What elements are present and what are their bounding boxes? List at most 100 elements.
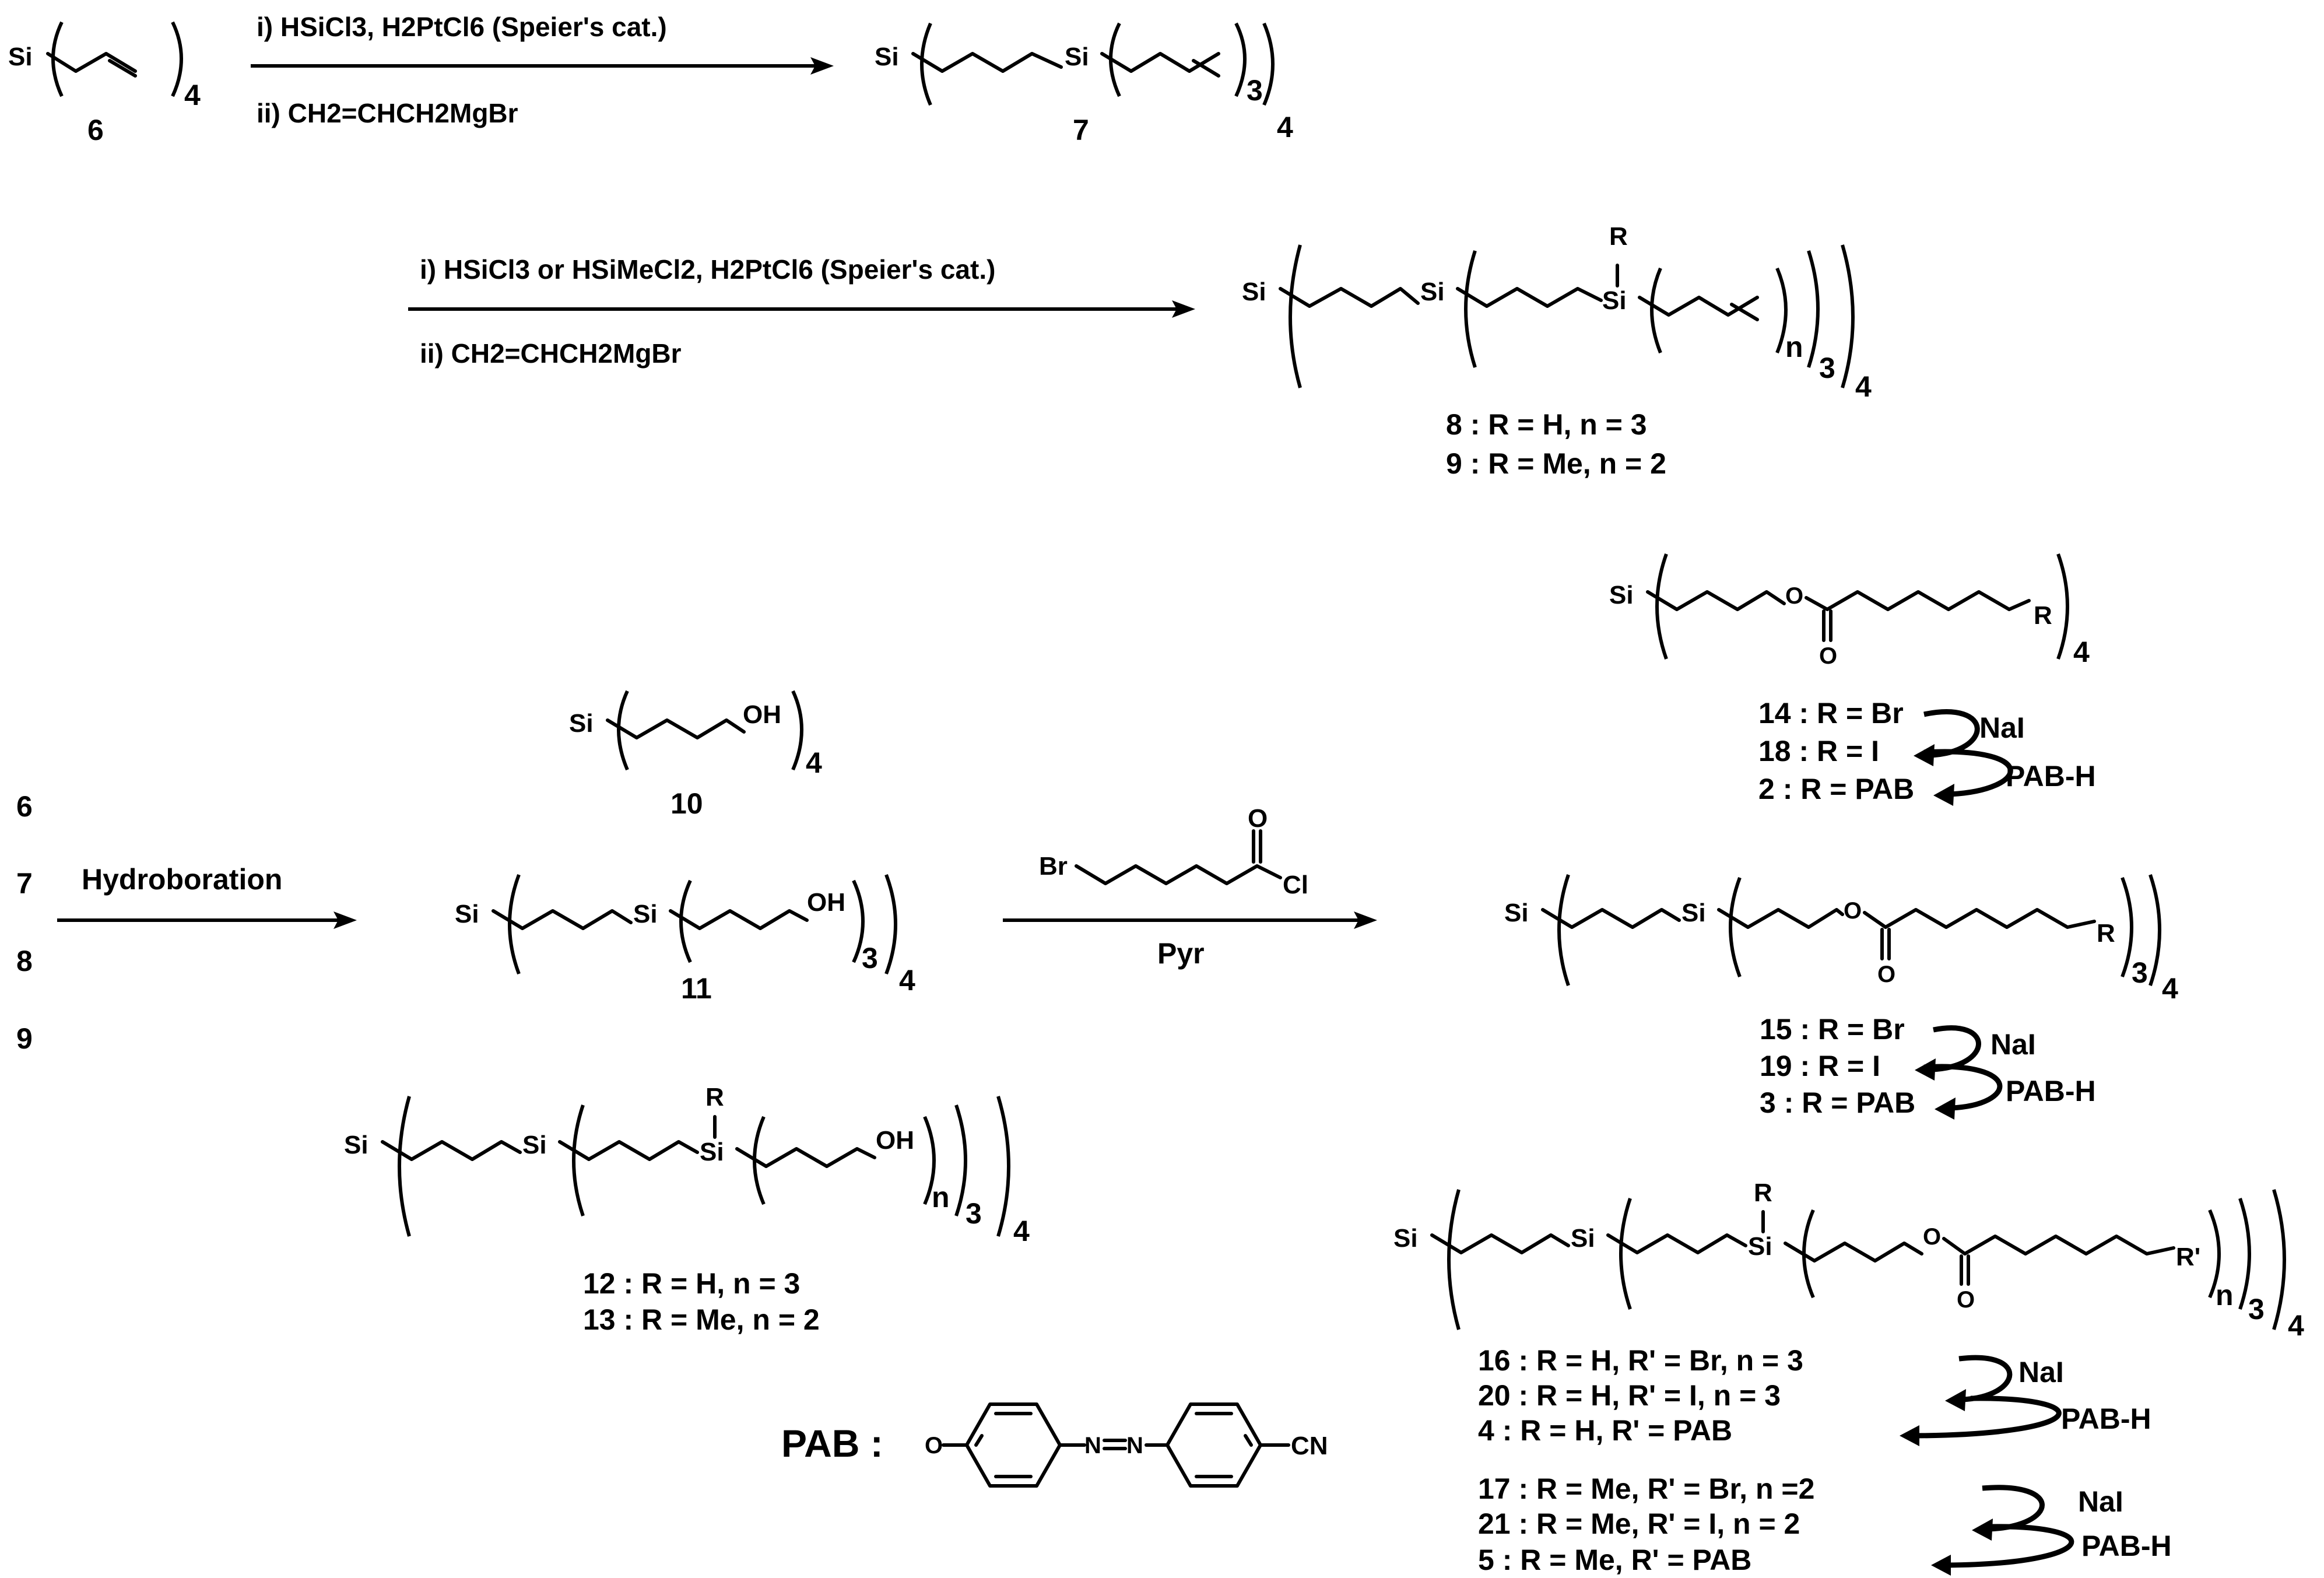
curved-arrow-2 (1923, 1064, 2003, 1111)
series-line-2: 21 : R = Me, R' = I, n = 2 (1478, 1507, 1800, 1540)
paren-inner-left (1802, 1209, 1815, 1299)
compound-15: Si Si O O R 3 4 (1504, 874, 2178, 1005)
series-line-3: 5 : R = Me, R' = PAB (1478, 1544, 1751, 1576)
reagent-2: PAB-H (2006, 760, 2096, 792)
paren-left (617, 690, 629, 771)
reagent-2: PAB-H (2081, 1530, 2172, 1562)
hydroxyl: OH (876, 1126, 914, 1155)
si-atom: Si (8, 43, 33, 71)
r-group: R (1609, 222, 1628, 251)
nitrogen-2: N (1126, 1433, 1143, 1458)
paren-inner-left (753, 1116, 766, 1205)
si-atom-2: Si (1571, 1224, 1595, 1253)
benzene-ring-2 (1165, 1402, 1262, 1488)
oxygen-atom: O (1785, 583, 1803, 609)
series-line-2: 19 : R = I (1760, 1050, 1880, 1082)
compound-number: 10 (670, 787, 703, 820)
arrow-head (333, 911, 357, 929)
subscript-4: 4 (899, 964, 915, 997)
oxygen-atom: O (1923, 1224, 1941, 1250)
curved-arrow-2 (1947, 1524, 2074, 1568)
subscript-3: 3 (1247, 74, 1263, 107)
r-group: R (705, 1083, 724, 1111)
curved-arrow-2 (1915, 1395, 2062, 1439)
arrow-head (1172, 300, 1195, 318)
curved-arrow-2 (1923, 749, 2013, 797)
paren-right (171, 21, 183, 97)
r-group: R (1754, 1179, 1772, 1207)
series-line-1: 14 : R = Br (1758, 697, 1904, 730)
acyl-chain (1863, 908, 2096, 929)
paren-outer-left (398, 1096, 411, 1237)
benzene-ring-1 (965, 1402, 1062, 1488)
legend-line-1: 8 : R = H, n = 3 (1446, 408, 1647, 441)
legend-line-2: 13 : R = Me, n = 2 (583, 1303, 820, 1336)
reagent-1: NaI (1979, 711, 2025, 744)
acyl-chain (1805, 590, 2031, 611)
oxygen-atom: O (925, 1433, 943, 1458)
paren-left (51, 21, 64, 97)
bond-chain (606, 718, 746, 739)
paren-right (791, 690, 803, 771)
acyl-chloride-reagent: Br O Cl (1039, 804, 1308, 899)
arrow-step-1: i) HSiCl3, H2PtCl6 (Speier's cat.) ii) C… (251, 12, 834, 128)
bond-chain-3 (1784, 1242, 1923, 1263)
arrow-step-2: i) HSiCl3 or HSiMeCl2, H2PtCl6 (Speier's… (408, 254, 1195, 369)
si-atom: Si (1393, 1224, 1418, 1253)
paren-inner-right (1234, 22, 1247, 97)
paren-inner-right (2208, 1209, 2221, 1299)
subscript-4: 4 (2162, 972, 2178, 1005)
bond-chain (1646, 590, 1786, 611)
subscript-4: 4 (1013, 1215, 1030, 1247)
reagent-1: NaI (2078, 1485, 2123, 1518)
reagent-line-1: i) HSiCl3, H2PtCl6 (Speier's cat.) (257, 12, 667, 42)
acyl-chain (1942, 1235, 2175, 1256)
si-atom-2: Si (1065, 43, 1089, 71)
reagent-line-1: i) HSiCl3 or HSiMeCl2, H2PtCl6 (Speier's… (420, 254, 995, 285)
subscript-n: n (2216, 1279, 2234, 1312)
subscript-4: 4 (806, 746, 822, 779)
paren-outer-right (2272, 1189, 2286, 1330)
paren-mid-left (572, 1104, 585, 1216)
start-item-6: 6 (16, 790, 33, 823)
paren-outer-left (1289, 244, 1302, 388)
bond-chain (1430, 1233, 1570, 1254)
paren-inner-left (1650, 267, 1662, 354)
paren-mid-left (1619, 1198, 1632, 1310)
bond-chain (1279, 287, 1420, 308)
si-atom-3: Si (700, 1138, 724, 1166)
curved-arrow-1 (1958, 1355, 2013, 1402)
legend-line-2: 9 : R = Me, n = 2 (1446, 447, 1666, 480)
si-atom-2: Si (1681, 899, 1706, 927)
arrow-acylation: Pyr (1003, 911, 1377, 970)
curved-arrow-head-2 (1933, 784, 1954, 806)
compound-8-9: Si Si Si R n 3 4 8 : R = H, n = 3 9 : R … (1242, 222, 1872, 480)
paren-inner-left (1109, 22, 1121, 97)
nitrile: CN (1291, 1432, 1328, 1460)
si-atom: Si (569, 709, 594, 738)
subscript-n: n (1785, 331, 1803, 363)
paren-outer-right (884, 874, 897, 975)
compound-number: 7 (1073, 114, 1089, 146)
ring-1-double-3 (974, 1434, 984, 1447)
curved-arrow-head-1 (1945, 1389, 1966, 1411)
paren-outer-left (508, 874, 521, 975)
hydroxyl: OH (807, 888, 845, 917)
paren-outer-left (1557, 874, 1570, 986)
paren-mid-right (1807, 250, 1820, 368)
pab-label: PAB : (781, 1422, 883, 1465)
subscript-4: 4 (2288, 1309, 2304, 1342)
si-atom: Si (1504, 899, 1529, 927)
paren-inner-right (852, 879, 865, 963)
start-item-8: 8 (16, 945, 33, 977)
double-bond (1192, 59, 1220, 78)
bond-chain-2 (1606, 1233, 1747, 1254)
bond-chain (46, 52, 137, 73)
chlorine: Cl (1283, 871, 1308, 899)
carbonyl-oxygen: O (1957, 1287, 1975, 1313)
reagent-1: NaI (2018, 1356, 2064, 1388)
series-line-1: 16 : R = H, R' = Br, n = 3 (1478, 1344, 1803, 1377)
subscript-n: n (932, 1181, 950, 1214)
paren-outer-right (2149, 874, 2161, 986)
compound-12-13: Si Si Si R OH n 3 4 12 : R = H, n = 3 13… (344, 1083, 1030, 1336)
